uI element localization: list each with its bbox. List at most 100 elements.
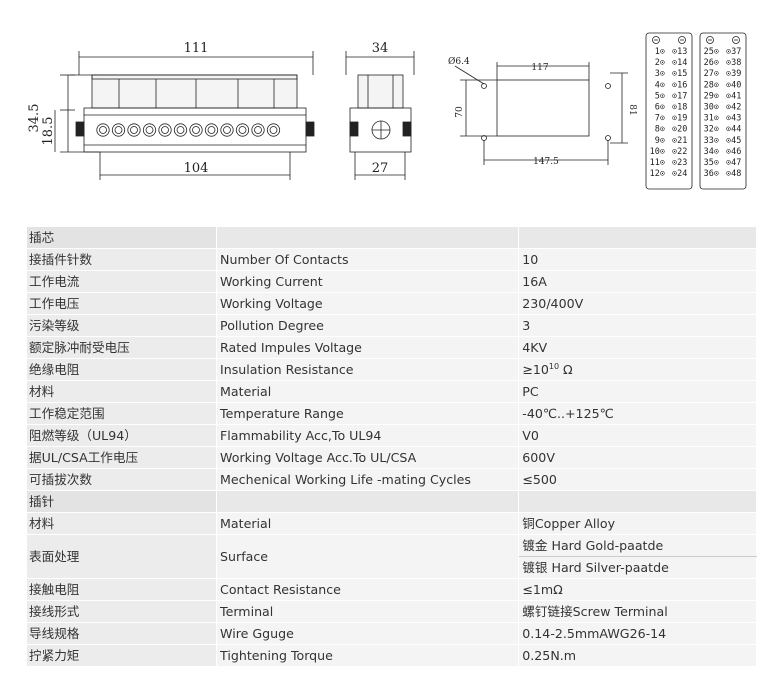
- spec-row-continued: 镀银 Hard Silver-paatde: [27, 556, 757, 579]
- contact-screw-inner: [176, 126, 185, 134]
- pin-label: 26⊙: [704, 58, 719, 68]
- pin-label: 12⊙: [650, 169, 665, 179]
- spec-label-cn: 工作电压: [25, 292, 218, 315]
- spec-label-cn: 接插件针数: [25, 248, 218, 271]
- pin-label: 25⊙: [704, 47, 719, 57]
- pin-label: ⊙38: [726, 58, 741, 68]
- front-view: [54, 51, 315, 180]
- pin-label: ⊙24: [672, 169, 687, 179]
- spec-label-en: Terminal: [216, 600, 520, 623]
- spec-label-en: Working Current: [216, 270, 520, 293]
- pin-label: ⊙46: [726, 147, 741, 157]
- pin-label: 3⊙: [655, 69, 665, 79]
- spec-label-en: Rated Impules Voltage: [216, 336, 520, 359]
- spec-label-en: Material: [216, 512, 520, 535]
- drawing-svg: 111 34.5 18.5 104 34 27 Ø6.4 117 70 147.…: [27, 32, 747, 190]
- pin-label: 34⊙: [704, 147, 719, 157]
- section-header: 插针: [25, 490, 757, 513]
- pin-label: ⊙14: [672, 58, 687, 68]
- pin-label: 28⊙: [704, 80, 719, 90]
- spec-value: ≤500: [518, 468, 757, 491]
- spec-value: 镀金 Hard Gold-paatde: [518, 534, 757, 557]
- section-blank: [216, 490, 520, 513]
- contact-screw-inner: [254, 126, 262, 134]
- contact-screw-inner: [207, 126, 216, 134]
- dim-panel-w-outer: 147.5: [533, 157, 559, 167]
- dim-front-width-top: 111: [184, 41, 209, 56]
- dim-side-width-bottom: 27: [372, 161, 389, 176]
- spec-value: 3: [518, 314, 757, 337]
- spec-label-cn: 阻燃等级（UL94）: [25, 424, 218, 447]
- pin-label: ⊙41: [726, 91, 741, 101]
- spec-value: 16A: [518, 270, 757, 293]
- pin-label: 6⊙: [655, 103, 665, 113]
- pin-label: 4⊙: [655, 80, 665, 90]
- spec-label-cn: 污染等级: [25, 314, 218, 337]
- spec-label-en: Wire Gguge: [216, 622, 520, 645]
- spec-label-cn: 工作稳定范围: [25, 402, 218, 425]
- contact-screw-inner: [223, 126, 231, 134]
- pin-label: ⊙44: [726, 125, 741, 135]
- pin-label: ⊙42: [726, 103, 741, 113]
- contact-screw: [127, 123, 141, 137]
- spec-label-en: Flammability Acc,To UL94: [216, 424, 520, 447]
- spec-label-cn: 额定脉冲耐受电压: [25, 336, 218, 359]
- contact-screw: [111, 123, 126, 137]
- spec-label-cn: 据UL/CSA工作电压: [25, 446, 218, 469]
- contact-screw: [266, 123, 281, 137]
- spec-label-cn: 接线形式: [25, 600, 218, 623]
- pin-label: ⊙13: [672, 47, 687, 57]
- pin-label: ⊙17: [672, 91, 687, 101]
- section-title: 插针: [25, 490, 218, 513]
- pin-label: ⊙40: [726, 80, 741, 90]
- dim-front-height-total: 34.5: [27, 104, 42, 133]
- contact-screw: [251, 123, 265, 137]
- section-blank: [216, 226, 520, 249]
- pin-layout-left: [645, 32, 693, 190]
- dim-side-width-top: 34: [372, 41, 389, 56]
- pin-label: 1⊙: [655, 47, 665, 57]
- contact-screw-inner: [192, 126, 200, 134]
- contact-screw: [220, 123, 234, 137]
- contact-screw: [142, 123, 157, 137]
- spec-label-cn: 材料: [25, 380, 218, 403]
- value-exponent: 10: [548, 361, 560, 371]
- dim-front-height-body: 18.5: [41, 117, 56, 146]
- section-header: 插芯: [25, 226, 757, 249]
- spec-value: PC: [518, 380, 757, 403]
- front-view-screws: [96, 123, 281, 137]
- spec-value: ≥1010 Ω: [518, 358, 757, 381]
- pin-label: 31⊙: [704, 114, 719, 124]
- pin-label: ⊙43: [726, 114, 741, 124]
- spec-value: 0.25N.m: [518, 644, 757, 667]
- spec-label-en: Pollution Degree: [216, 314, 520, 337]
- spec-label-en: Contact Resistance: [216, 578, 520, 601]
- pin-label: 32⊙: [704, 125, 719, 135]
- value-base: ≥10: [522, 362, 549, 377]
- technical-drawings: 111 34.5 18.5 104 34 27 Ø6.4 117 70 147.…: [0, 0, 775, 215]
- pin-label: 10⊙: [650, 147, 665, 157]
- pin-label: ⊙39: [726, 69, 741, 79]
- contact-screw: [235, 123, 250, 137]
- spec-label-en: Temperature Range: [216, 402, 520, 425]
- contact-screw-inner: [145, 126, 154, 134]
- spec-value: 230/400V: [518, 292, 757, 315]
- spec-value: 镀银 Hard Silver-paatde: [518, 556, 757, 579]
- contact-screw: [204, 123, 219, 137]
- value-unit: Ω: [559, 362, 573, 377]
- pin-label: 27⊙: [704, 69, 719, 79]
- pin-label: ⊙23: [672, 158, 687, 168]
- contact-screw-inner: [99, 126, 107, 134]
